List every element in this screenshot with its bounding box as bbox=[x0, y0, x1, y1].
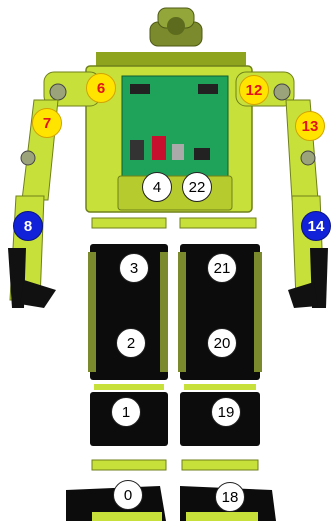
servo-label-13: 13 bbox=[295, 111, 325, 141]
servo-label-6: 6 bbox=[86, 73, 116, 103]
servo-label-20: 20 bbox=[207, 328, 237, 358]
servo-label-0: 0 bbox=[113, 480, 143, 510]
servo-label-2: 2 bbox=[116, 328, 146, 358]
servo-label-8: 8 bbox=[13, 211, 43, 241]
left-leg bbox=[66, 218, 168, 521]
servo-label-12: 12 bbox=[239, 75, 269, 105]
servo-label-14: 14 bbox=[301, 211, 331, 241]
servo-label-18: 18 bbox=[215, 482, 245, 512]
servo-label-4: 4 bbox=[142, 172, 172, 202]
servo-label-19: 19 bbox=[211, 397, 241, 427]
servo-label-7: 7 bbox=[32, 108, 62, 138]
servo-label-3: 3 bbox=[119, 253, 149, 283]
servo-label-22: 22 bbox=[182, 172, 212, 202]
head bbox=[150, 8, 202, 46]
servo-label-1: 1 bbox=[111, 397, 141, 427]
servo-label-21: 21 bbox=[207, 253, 237, 283]
